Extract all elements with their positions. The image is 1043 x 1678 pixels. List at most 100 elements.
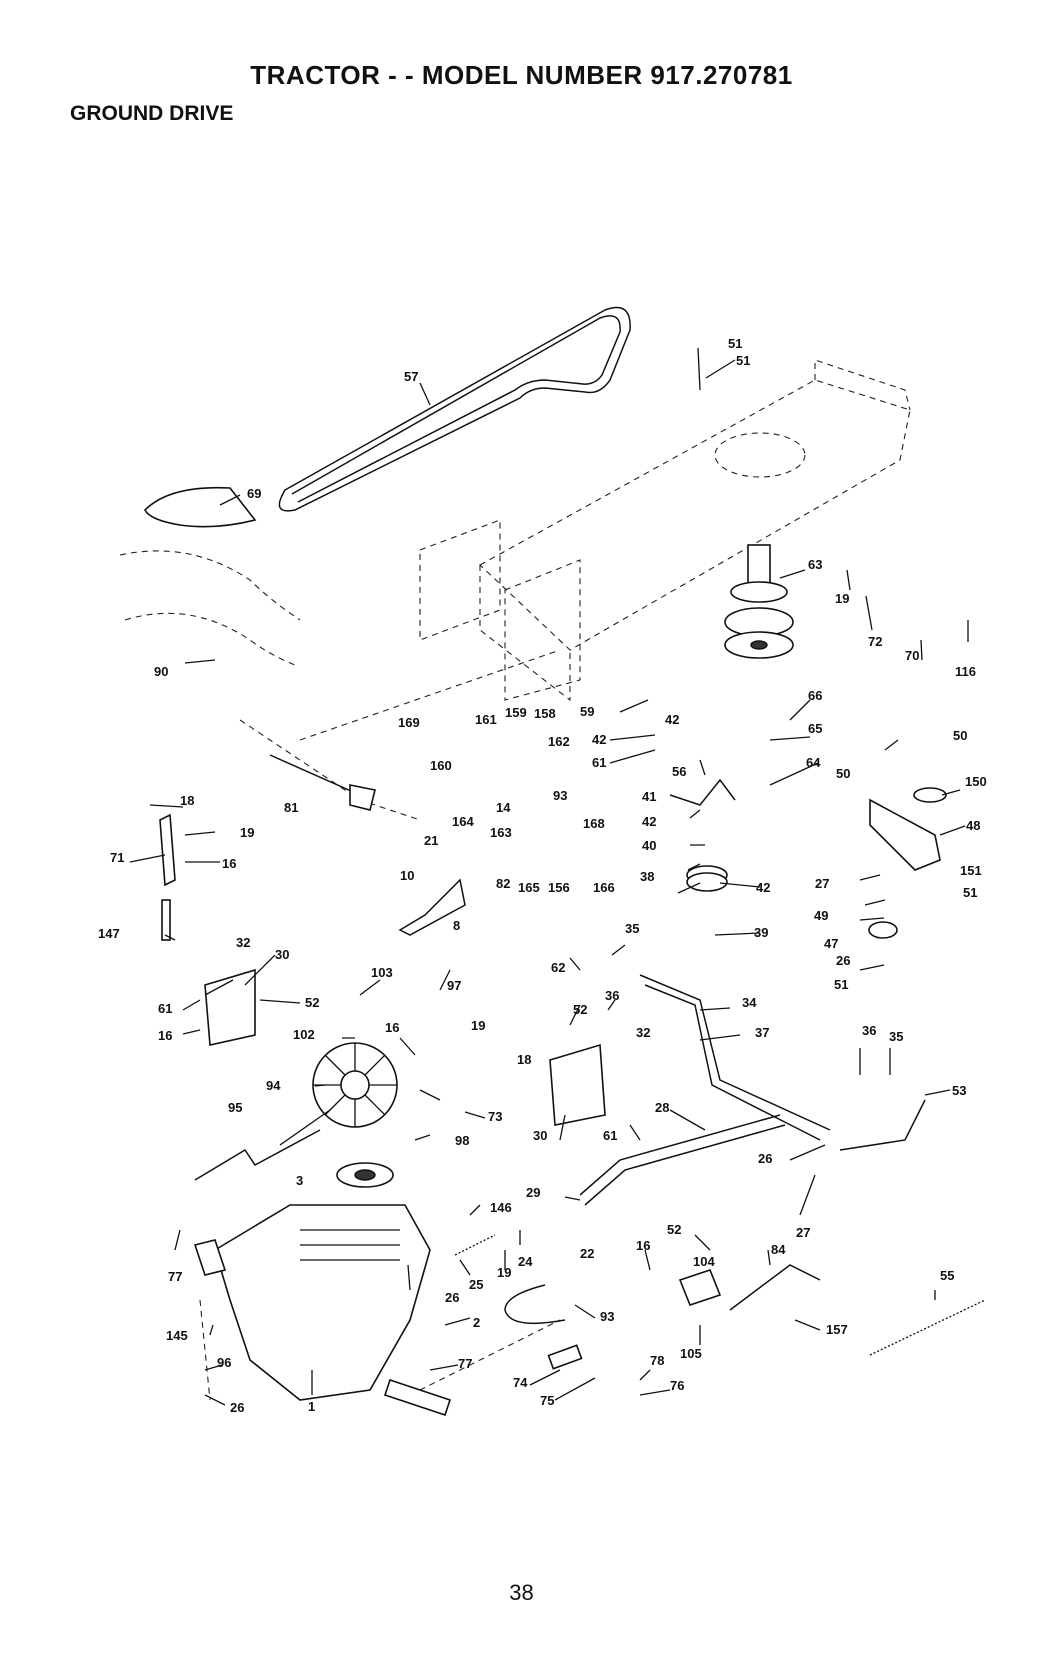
page-title: TRACTOR - - MODEL NUMBER 917.270781: [250, 60, 793, 90]
part-label: 29: [526, 1185, 540, 1200]
part-label: 32: [636, 1025, 650, 1040]
part-label: 26: [445, 1290, 459, 1305]
part-label: 53: [952, 1083, 966, 1098]
part-label: 81: [284, 800, 298, 815]
part-label: 56: [672, 764, 686, 779]
part-label: 35: [889, 1029, 903, 1044]
part-label: 162: [548, 734, 570, 749]
part-label: 26: [758, 1151, 772, 1166]
part-label: 19: [497, 1265, 511, 1280]
part-label: 27: [796, 1225, 810, 1240]
part-label: 24: [518, 1254, 533, 1269]
part-label: 62: [551, 960, 565, 975]
part-label: 48: [966, 818, 980, 833]
part-label: 36: [605, 988, 619, 1003]
part-label: 27: [815, 876, 829, 891]
part-label: 164: [452, 814, 474, 829]
part-label: 16: [636, 1238, 650, 1253]
part-label: 166: [593, 880, 615, 895]
transaxle: [193, 1204, 452, 1417]
part-label: 51: [963, 885, 977, 900]
part-label: 75: [540, 1393, 554, 1408]
part-label: 104: [693, 1254, 715, 1269]
part-label: 97: [447, 978, 461, 993]
part-label: 16: [385, 1020, 399, 1035]
part-label: 51: [728, 336, 742, 351]
engine-pulley: [724, 544, 794, 659]
part-label: 72: [868, 634, 882, 649]
part-label: 61: [592, 755, 606, 770]
part-label: 145: [166, 1328, 188, 1343]
part-label: 19: [471, 1018, 485, 1033]
part-label: 34: [742, 995, 757, 1010]
part-label: 50: [953, 728, 967, 743]
part-label: 116: [955, 664, 976, 679]
part-label: 38: [640, 869, 654, 884]
part-label: 42: [756, 880, 770, 895]
part-label: 35: [625, 921, 639, 936]
part-label: 158: [534, 706, 556, 721]
part-label: 61: [603, 1128, 617, 1143]
part-label: 2: [473, 1315, 480, 1330]
part-label: 42: [592, 732, 606, 747]
part-label: 49: [814, 908, 828, 923]
part-label: 102: [293, 1027, 315, 1042]
frame-outline: [199, 359, 911, 1401]
part-label: 74: [513, 1375, 528, 1390]
part-label: 103: [371, 965, 393, 980]
part-label: 165: [518, 880, 540, 895]
part-label: 41: [642, 789, 656, 804]
part-label: 93: [600, 1309, 614, 1324]
part-label: 146: [490, 1200, 512, 1215]
part-label: 61: [158, 1001, 172, 1016]
part-label: 93: [553, 788, 567, 803]
part-label: 21: [424, 833, 438, 848]
part-label: 96: [217, 1355, 231, 1370]
page-number: 38: [509, 1580, 534, 1605]
section-title: GROUND DRIVE: [70, 102, 234, 125]
part-label: 77: [168, 1269, 182, 1284]
part-label: 70: [905, 648, 919, 663]
part-label: 98: [455, 1133, 469, 1148]
part-label: 159: [505, 705, 527, 720]
part-label: 168: [583, 816, 605, 831]
part-label: 25: [469, 1277, 483, 1292]
part-label: 19: [835, 591, 849, 606]
part-label: 14: [496, 800, 511, 815]
part-label: 71: [110, 850, 124, 865]
part-label: 16: [158, 1028, 172, 1043]
part-label: 65: [808, 721, 822, 736]
part-label: 57: [404, 369, 418, 384]
part-label: 52: [305, 995, 319, 1010]
part-label: 51: [736, 353, 750, 368]
drive-belt: [278, 306, 631, 512]
spring: [869, 1299, 986, 1356]
part-label: 160: [430, 758, 452, 773]
part-label: 55: [940, 1268, 954, 1283]
part-label: 147: [98, 926, 120, 941]
part-label: 22: [580, 1246, 594, 1261]
part-label: 76: [670, 1378, 684, 1393]
part-label: 163: [490, 825, 512, 840]
part-label: 73: [488, 1109, 502, 1124]
part-label: 26: [836, 953, 850, 968]
part-label: 161: [475, 712, 497, 727]
part-label: 66: [808, 688, 822, 703]
part-label: 37: [755, 1025, 769, 1040]
part-label: 84: [771, 1242, 786, 1257]
part-label: 95: [228, 1100, 242, 1115]
part-label: 1: [308, 1399, 315, 1414]
part-label: 18: [180, 793, 194, 808]
part-label: 63: [808, 557, 822, 572]
part-label: 18: [517, 1052, 531, 1067]
part-label: 52: [573, 1002, 587, 1017]
part-label: 32: [236, 935, 250, 950]
part-label: 36: [862, 1023, 876, 1038]
part-label: 16: [222, 856, 236, 871]
part-label: 28: [655, 1100, 669, 1115]
part-label: 105: [680, 1346, 702, 1361]
part-label: 59: [580, 704, 594, 719]
part-label: 30: [533, 1128, 547, 1143]
part-label: 157: [826, 1322, 848, 1337]
part-label: 69: [247, 486, 261, 501]
